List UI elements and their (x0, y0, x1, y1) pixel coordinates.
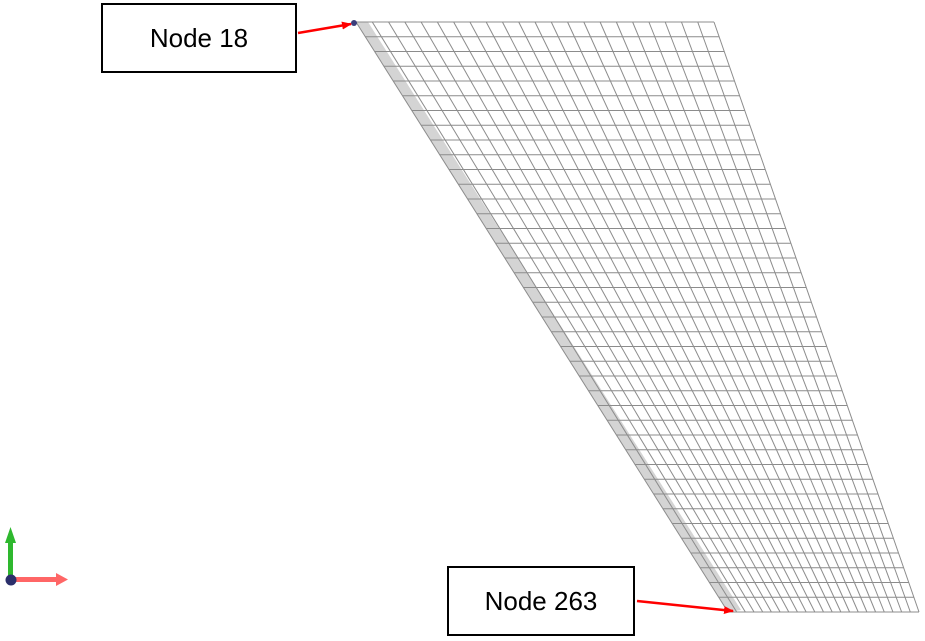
mesh-column-line (583, 21, 851, 613)
axis-y-arrowhead (5, 527, 16, 543)
mesh-column-line (355, 21, 729, 613)
mesh-column-line (550, 21, 833, 613)
mesh-column-line (632, 21, 877, 613)
axis-x-shaft (12, 577, 58, 582)
shell-mesh (355, 21, 920, 613)
callout-node-18-label: Node 18 (149, 22, 249, 53)
mesh-column-line (404, 21, 755, 613)
axis-y-shaft (8, 542, 13, 577)
mesh-column-line (713, 21, 920, 613)
mesh-column-line (680, 21, 903, 613)
mesh-column-line (502, 21, 807, 613)
mesh-column-line (599, 21, 859, 613)
callout-node-263: Node 263 (447, 566, 635, 636)
mesh-column-line (388, 21, 746, 613)
mesh-column-line (648, 21, 885, 613)
mesh-column-line (485, 21, 798, 613)
mesh-column-line (567, 21, 842, 613)
node-18-marker[interactable] (351, 20, 357, 26)
mesh-column-line (436, 21, 772, 613)
mesh-column-line (664, 21, 894, 613)
mesh-column-line (534, 21, 824, 613)
mesh-column-line (371, 21, 738, 613)
mesh-column-line (697, 21, 911, 613)
node-263-arrow (636, 599, 734, 615)
mesh-column-line (615, 21, 868, 613)
mesh-column-line (469, 21, 790, 613)
mesh-column-line (453, 21, 781, 613)
axis-origin (5, 574, 17, 586)
callout-node-263-label: Node 263 (484, 585, 598, 616)
callout-node-18: Node 18 (101, 3, 297, 73)
axis-triad-icon (5, 527, 68, 586)
mesh-column-line (518, 21, 816, 613)
node-18-arrow (297, 21, 352, 35)
mesh-column-line (420, 21, 764, 613)
axis-x-arrowhead (56, 573, 68, 586)
